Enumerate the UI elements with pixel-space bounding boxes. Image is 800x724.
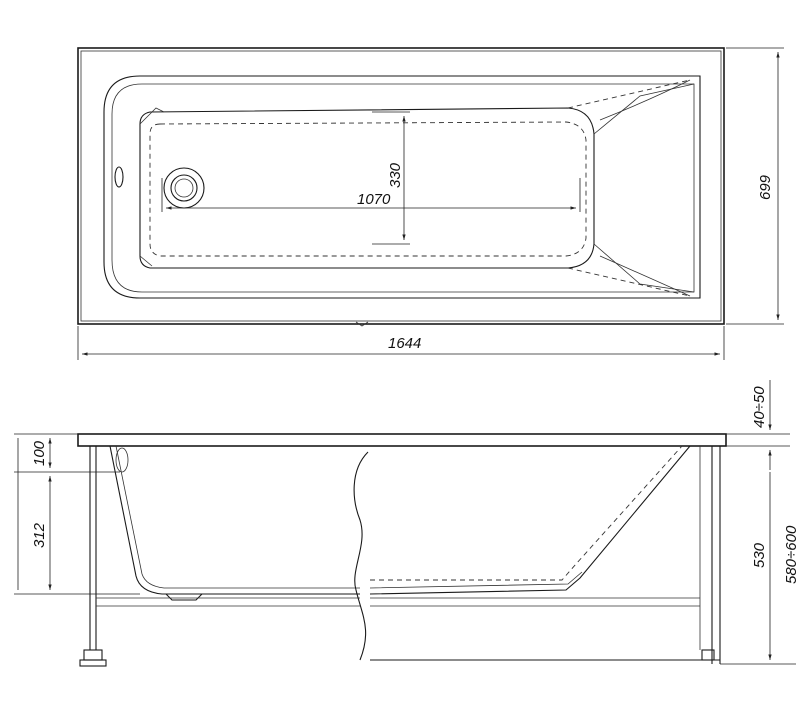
side-bowl-profile (109, 445, 360, 595)
dim-100-label: 100 (31, 440, 48, 466)
overall-width-dimension (726, 47, 784, 325)
top-view: 1070 330 1644 699 (77, 47, 784, 360)
tub-bowl-outline (103, 75, 701, 299)
rim-height-dimension (14, 433, 120, 473)
dim-530-label: 530 (751, 542, 768, 568)
inner-length-dimension (161, 178, 581, 212)
adjust-dimension (726, 380, 790, 470)
dim-330-label: 330 (387, 162, 404, 188)
drain (163, 167, 205, 209)
dim-1644-label: 1644 (388, 335, 421, 352)
height-dimension (720, 472, 796, 665)
side-view: 100 312 40÷50 530 580÷600 (14, 380, 800, 667)
side-rim (77, 433, 727, 447)
inner-width-dimension (372, 111, 410, 245)
dim-1070-label: 1070 (357, 191, 391, 208)
front-panel (370, 446, 721, 664)
dim-312-label: 312 (31, 522, 48, 548)
dim-699-label: 699 (757, 174, 774, 200)
left-support-leg (79, 446, 107, 667)
depth-dimension (14, 438, 140, 595)
dim-panel-label: 580÷600 (783, 525, 800, 584)
dim-adjust-label: 40÷50 (751, 386, 768, 428)
overall-length-dimension (77, 326, 725, 360)
section-break-line (353, 451, 369, 661)
overflow-hole (114, 166, 124, 188)
tub-outer-rim (77, 47, 725, 325)
tub-floor (139, 107, 595, 269)
